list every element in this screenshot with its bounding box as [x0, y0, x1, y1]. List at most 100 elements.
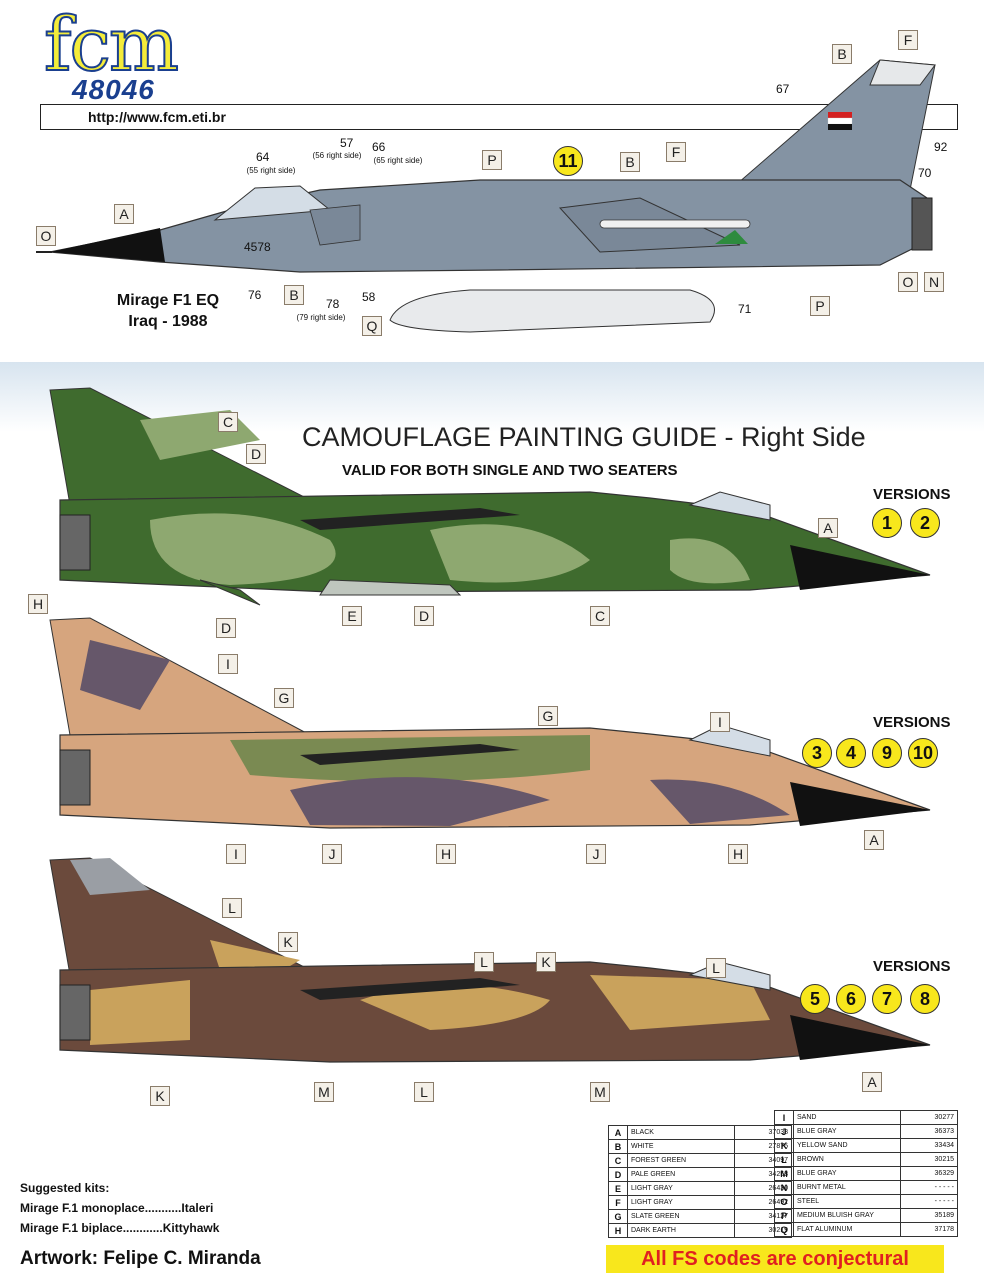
callout-71: 71: [738, 302, 752, 316]
aircraft-name: Mirage F1 EQ: [116, 292, 220, 309]
callout-92: 92: [934, 140, 948, 154]
conjectural-note: All FS codes are conjectural: [606, 1245, 944, 1273]
callout-57-note: (56 right side): [312, 151, 362, 160]
color-letter-box: L: [222, 898, 242, 918]
version-badge: 10: [908, 738, 938, 768]
version-badge: 2: [910, 508, 940, 538]
kit-line: Mirage F.1 monoplace...........Italeri: [20, 1201, 214, 1215]
aircraft-serial: 4578: [244, 240, 271, 254]
color-letter-box: I: [218, 654, 238, 674]
color-letter-box: K: [536, 952, 556, 972]
version-badge: 1: [872, 508, 902, 538]
version-badge: 5: [800, 984, 830, 1014]
color-letter-box: A: [864, 830, 884, 850]
camo-aircraft-3: [49, 857, 931, 1063]
callout-76: 76: [248, 288, 262, 302]
color-letter-box: H: [436, 844, 456, 864]
color-letter-box: B: [832, 44, 852, 64]
color-letter-box: C: [590, 606, 610, 626]
suggested-kits: Suggested kits: Mirage F.1 monoplace....…: [20, 1178, 219, 1238]
color-letter-box: D: [414, 606, 434, 626]
callout-58: 58: [362, 290, 376, 304]
color-letter-box: H: [728, 844, 748, 864]
callout-70: 70: [918, 166, 932, 180]
version-badge: 8: [910, 984, 940, 1014]
versions-label-3: VERSIONS: [873, 958, 951, 975]
color-letter-box: F: [898, 30, 918, 50]
color-letter-box: G: [538, 706, 558, 726]
callout-67: 67: [776, 82, 790, 96]
color-letter-box: M: [590, 1082, 610, 1102]
color-letter-box: K: [150, 1086, 170, 1106]
top-aircraft-illustration: [36, 59, 936, 333]
color-letter-box: O: [898, 272, 918, 292]
brand-logo: fcm: [43, 2, 180, 88]
camo-aircraft-1: [49, 387, 931, 606]
versions-label-2: VERSIONS: [873, 714, 951, 731]
color-letter-box: A: [114, 204, 134, 224]
callout-64-note: (55 right side): [246, 166, 296, 175]
callout-78: 78: [326, 297, 340, 311]
color-letter-box: A: [818, 518, 838, 538]
callout-66-note: (65 right side): [373, 156, 423, 165]
color-letter-box: D: [246, 444, 266, 464]
color-letter-box: L: [706, 958, 726, 978]
color-letter-box: L: [474, 952, 494, 972]
color-letter-box: M: [314, 1082, 334, 1102]
color-letter-box: B: [620, 152, 640, 172]
color-letter-box: C: [218, 412, 238, 432]
versions-label-1: VERSIONS: [873, 486, 951, 503]
callout-57: 57: [340, 136, 354, 150]
guide-title: CAMOUFLAGE PAINTING GUIDE - Right Side: [302, 422, 866, 452]
color-letter-box: N: [924, 272, 944, 292]
color-letter-box: P: [810, 296, 830, 316]
color-letter-box: F: [666, 142, 686, 162]
color-letter-box: P: [482, 150, 502, 170]
version-badge: 9: [872, 738, 902, 768]
color-letter-box: I: [710, 712, 730, 732]
version-badge: 4: [836, 738, 866, 768]
guide-subtitle: VALID FOR BOTH SINGLE AND TWO SEATERS: [342, 462, 678, 479]
color-letter-box: L: [414, 1082, 434, 1102]
camo-aircraft-2: [49, 617, 931, 829]
color-letter-box: O: [36, 226, 56, 246]
color-letter-box: G: [274, 688, 294, 708]
color-letter-box: J: [322, 844, 342, 864]
color-letter-box: K: [278, 932, 298, 952]
color-letter-box: B: [284, 285, 304, 305]
color-letter-box: I: [226, 844, 246, 864]
version-badge: 7: [872, 984, 902, 1014]
kits-heading: Suggested kits:: [20, 1181, 110, 1195]
callout-66: 66: [372, 140, 386, 154]
color-letter-box: D: [216, 618, 236, 638]
color-letter-box: Q: [362, 316, 382, 336]
version-badge: 6: [836, 984, 866, 1014]
color-letter-box: A: [862, 1072, 882, 1092]
color-letter-box: J: [586, 844, 606, 864]
top-version-badge: 11: [553, 146, 583, 176]
aircraft-subtitle: Iraq - 1988: [128, 313, 208, 330]
website-link[interactable]: http://www.fcm.eti.br: [88, 109, 226, 125]
color-letter-box: E: [342, 606, 362, 626]
kit-line: Mirage F.1 biplace............Kittyhawk: [20, 1221, 220, 1235]
color-letter-box: H: [28, 594, 48, 614]
artwork-credit: Artwork: Felipe C. Miranda: [20, 1248, 261, 1269]
